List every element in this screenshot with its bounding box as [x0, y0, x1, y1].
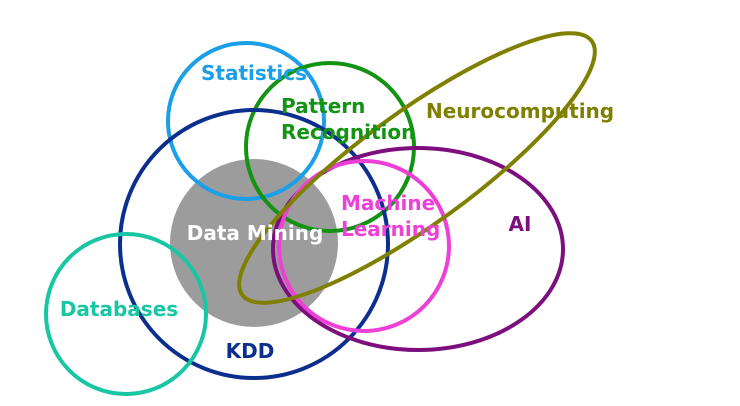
machine-learning-label-line1: Machine [341, 191, 435, 215]
pattern-recognition-label-line2: Recognition [281, 120, 415, 144]
databases-circle [44, 232, 208, 396]
neurocomputing-ellipse [237, 31, 597, 305]
kdd-circle [118, 108, 390, 380]
machine-learning-circle [277, 159, 451, 333]
ai-label: AI [509, 212, 532, 236]
databases-label: Databases [60, 297, 178, 321]
statistics-label: Statistics [201, 61, 307, 85]
neurocomputing-label: Neurocomputing [426, 99, 614, 123]
data-mining-label: Data Mining [187, 221, 324, 245]
data-mining-disc [170, 159, 338, 327]
pattern-recognition-label-line1: Pattern [281, 94, 365, 118]
machine-learning-label-line2: Learning [341, 217, 440, 241]
kdd-label: KDD [226, 339, 275, 363]
statistics-circle [166, 41, 326, 201]
ai-ellipse [271, 146, 565, 352]
